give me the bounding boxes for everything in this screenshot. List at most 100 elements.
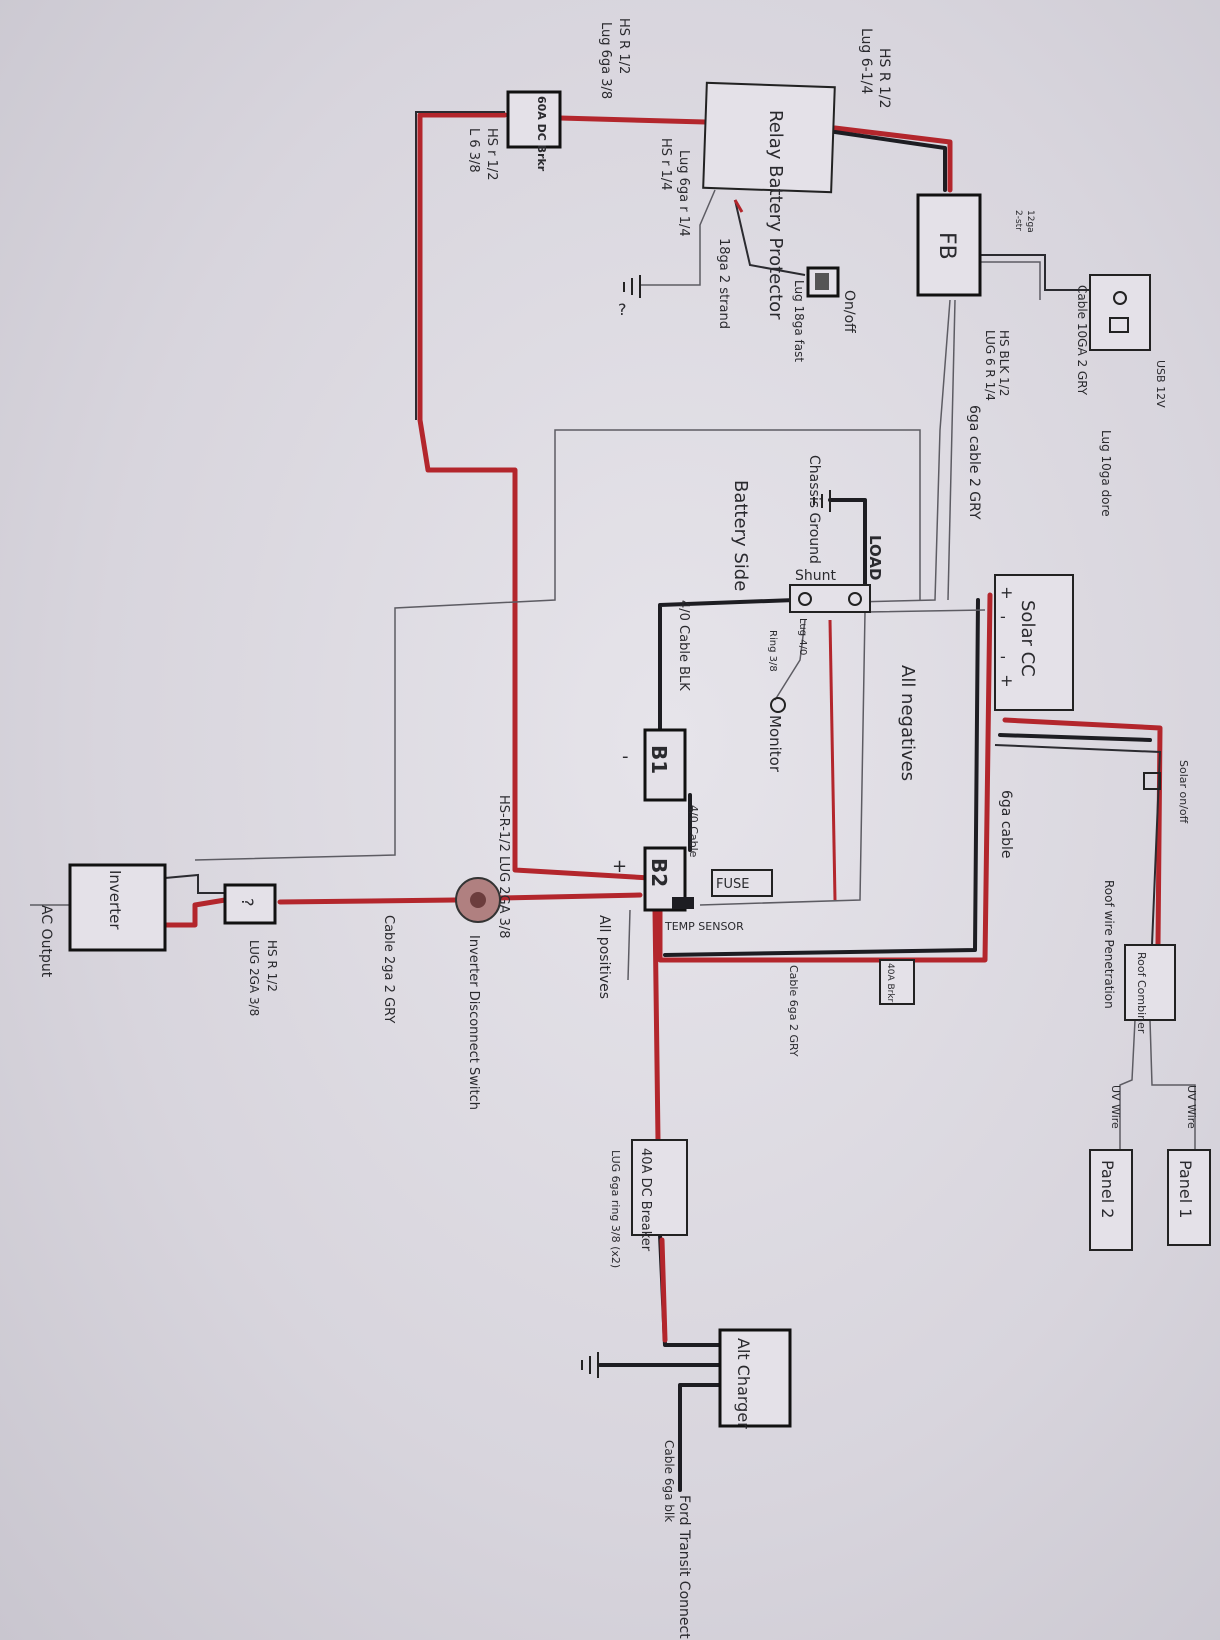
svg-text:HS-R-1/2 LUG 2GA 3/8: HS-R-1/2 LUG 2GA 3/8 — [496, 795, 511, 939]
svg-text:?: ? — [618, 300, 627, 319]
svg-text:Alt Charger: Alt Charger — [734, 1338, 753, 1429]
svg-text:-: - — [1000, 647, 1006, 666]
chassis-ground-icon — [813, 490, 831, 512]
svg-text:Panel 2: Panel 2 — [1098, 1160, 1117, 1218]
wire-fb-load — [854, 299, 951, 603]
svg-text:40A DC Breaker: 40A DC Breaker — [638, 1148, 653, 1252]
battery-b2: B2 + — [612, 846, 687, 912]
svg-text:Cable 10GA 2 GRY: Cable 10GA 2 GRY — [1075, 285, 1089, 396]
battery-b1: B1 - — [622, 728, 687, 802]
wire-disconnect-fuse — [277, 897, 458, 905]
svg-text:Battery Side: Battery Side — [730, 480, 751, 591]
svg-text:Roof Combiner: Roof Combiner — [1135, 952, 1148, 1034]
wire-solar-b2-red — [657, 592, 993, 963]
svg-text:Cable 6ga blk: Cable 6ga blk — [662, 1440, 676, 1522]
svg-text:HS R 1/2: HS R 1/2 — [616, 18, 631, 74]
ground-symbols — [581, 275, 831, 1378]
wire-relay-onoff — [734, 199, 806, 276]
svg-text:FUSE: FUSE — [716, 877, 749, 892]
svg-text:60A DC Brkr: 60A DC Brkr — [535, 96, 548, 172]
svg-text:UV Wire: UV Wire — [1109, 1085, 1122, 1129]
svg-text:Lug 6-1/4: Lug 6-1/4 — [858, 28, 874, 94]
wire-alt-ford — [678, 1383, 722, 1492]
monitor: Monitor — [766, 697, 786, 773]
solar-panel-2: Panel 2 — [1089, 1149, 1133, 1251]
svg-text:LUG 6ga ring 3/8 (x2): LUG 6ga ring 3/8 (x2) — [609, 1150, 622, 1268]
svg-text:Cable 6ga 2 GRY: Cable 6ga 2 GRY — [787, 965, 800, 1057]
relay-ground-icon — [623, 275, 641, 298]
wires — [30, 111, 1196, 1492]
wire-40a-alt-red — [659, 1237, 668, 1343]
svg-text:HS R 1/2: HS R 1/2 — [876, 48, 892, 109]
svg-text:Inverter Disconnect Switch: Inverter Disconnect Switch — [466, 935, 481, 1110]
svg-text:HS r 1/4: HS r 1/4 — [658, 138, 673, 191]
wire-solar-b2-black — [663, 598, 980, 957]
svg-text:2-str: 2-str — [1013, 210, 1023, 231]
svg-text:B2: B2 — [647, 858, 671, 887]
svg-text:AC Output: AC Output — [38, 905, 54, 978]
wire-shunt-chassis — [828, 498, 867, 592]
svg-text:LUG 2GA 3/8: LUG 2GA 3/8 — [247, 940, 261, 1016]
svg-text:Chassis Ground: Chassis Ground — [806, 455, 822, 564]
svg-text:Monitor: Monitor — [766, 715, 784, 773]
svg-text:All positives: All positives — [596, 915, 612, 999]
wire-red-60a-relay — [557, 115, 708, 125]
svg-text:Cable 2ga 2 GRY: Cable 2ga 2 GRY — [381, 915, 396, 1023]
breaker-40a-dc: 40A DC Breaker — [631, 1139, 688, 1252]
svg-text:40A Brkr: 40A Brkr — [885, 963, 895, 1003]
wire-combiner-panel2 — [1119, 1019, 1136, 1150]
annotations: HS R 1/2 Lug 6-1/4 HS R 1/2 Lug 6ga 3/8 … — [38, 18, 1198, 1640]
wire-black-relay-fb — [833, 130, 947, 192]
svg-text:UV Wire: UV Wire — [1185, 1085, 1198, 1129]
svg-text:HS BLK 1/2: HS BLK 1/2 — [997, 330, 1011, 396]
wire-shunt-monitor — [774, 619, 806, 701]
svg-text:On/off: On/off — [841, 290, 857, 333]
svg-text:+: + — [1000, 671, 1013, 690]
svg-text:Panel 1: Panel 1 — [1176, 1160, 1195, 1218]
wire-red-relay-fb — [832, 125, 953, 193]
wire-gray-loop — [194, 429, 921, 861]
inverter: Inverter — [68, 863, 167, 952]
wire-fuse-inverter — [157, 897, 228, 928]
breaker-40a-small: 40A Brkr — [879, 959, 915, 1005]
wire-solar-red — [1002, 717, 1163, 948]
svg-text:HS r 1/2: HS r 1/2 — [484, 128, 499, 181]
svg-text:FB: FB — [934, 232, 959, 260]
breaker-60a: 60A DC Brkr — [506, 90, 562, 172]
svg-text:USB 12V: USB 12V — [1154, 360, 1167, 408]
wire-black-main-rail — [415, 111, 505, 420]
svg-text:Shunt: Shunt — [795, 568, 837, 584]
svg-text:Lug 18ga fast: Lug 18ga fast — [792, 280, 806, 362]
solar-on-off-switch: Solar on/off — [1143, 760, 1190, 824]
wire-40a-alt — [658, 1233, 722, 1347]
wire-fb-usb — [980, 254, 1090, 291]
svg-text:LUG 6 R 1/4: LUG 6 R 1/4 — [983, 330, 997, 401]
wire-b2-40a — [652, 907, 661, 1143]
alt-ground-icon — [581, 1352, 599, 1378]
svg-text:?: ? — [238, 898, 257, 907]
svg-text:HS R 1/2: HS R 1/2 — [265, 940, 279, 992]
temp-sensor: TEMP SENSOR — [664, 897, 744, 933]
solar-panel-1: Panel 1 — [1167, 1149, 1211, 1246]
svg-text:TEMP SENSOR: TEMP SENSOR — [664, 920, 744, 933]
inverter-disconnect-switch: Inverter Disconnect Switch — [455, 877, 501, 1110]
wire-relay-ground — [640, 189, 716, 286]
svg-text:Roof wire Penetration: Roof wire Penetration — [1102, 880, 1116, 1009]
wire-fb-load-2 — [947, 299, 956, 601]
roof-combiner: Roof Combiner — [1124, 944, 1176, 1034]
svg-text:Ring 3/8: Ring 3/8 — [767, 630, 778, 672]
wire-fuse-inverter-black — [164, 873, 225, 894]
wire-negatives-red — [828, 619, 837, 901]
usb-12v-outlet: USB 12V — [1089, 274, 1167, 408]
wire-positives-tail — [627, 909, 631, 981]
inverter-fuse: ? — [223, 883, 277, 925]
svg-text:Lug 6ga r 1/4: Lug 6ga r 1/4 — [676, 150, 691, 237]
svg-text:Inverter: Inverter — [106, 870, 124, 930]
wire-solar-black-2 — [994, 744, 1162, 946]
svg-text:Solar on/off: Solar on/off — [1177, 760, 1190, 824]
wire-combiner-panel1 — [1149, 1019, 1196, 1150]
svg-text:6ga cable 2 GRY: 6ga cable 2 GRY — [966, 405, 982, 520]
svg-text:4/0 Cable BLK: 4/0 Cable BLK — [676, 600, 691, 691]
svg-text:-: - — [622, 746, 629, 767]
